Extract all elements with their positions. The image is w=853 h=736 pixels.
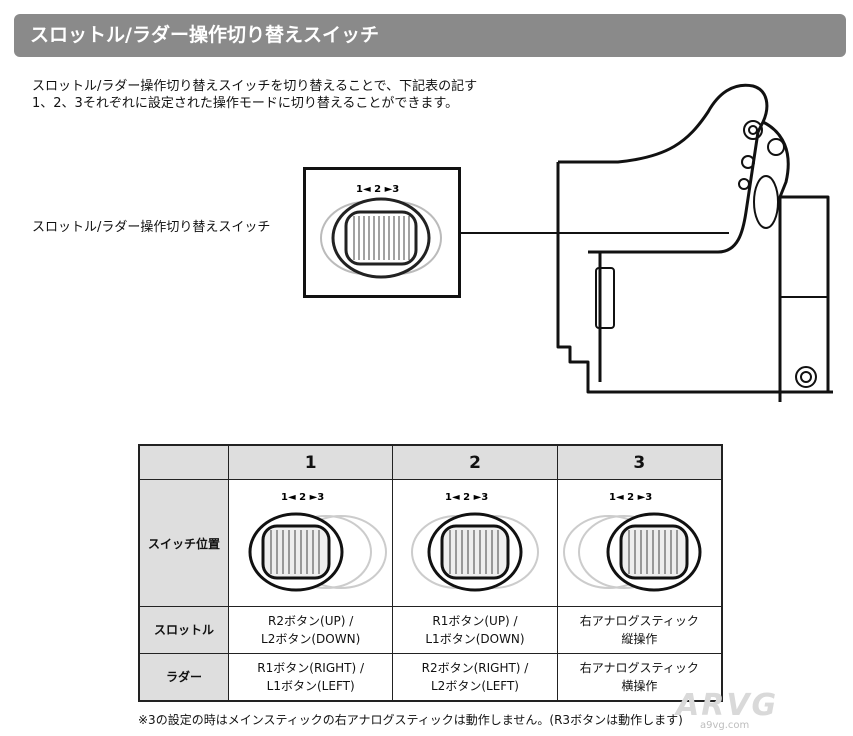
throttle-cell-1-line-1: R2ボタン(UP) / bbox=[268, 614, 354, 628]
column-header-3: 3 bbox=[556, 444, 723, 480]
switch-zoom-illustration: 1◄ 2 ►3 bbox=[320, 184, 442, 279]
throttle-cell-3-line-2: 縦操作 bbox=[621, 632, 658, 646]
switch-scale-label: 1◄ 2 ►3 bbox=[356, 184, 399, 195]
row-label-switch-position: スイッチ位置 bbox=[138, 479, 229, 607]
switch-scale-3: 1◄ 2 ►3 bbox=[609, 492, 652, 503]
switch-position-1-illustration: 1◄ 2 ►3 bbox=[248, 492, 387, 591]
throttle-cell-3-line-1: 右アナログスティック bbox=[579, 614, 699, 628]
throttle-cell-1: R2ボタン(UP) / L2ボタン(DOWN) bbox=[227, 606, 394, 654]
row-label-throttle: スロットル bbox=[138, 606, 229, 654]
rudder-cell-2-line-2: L2ボタン(LEFT) bbox=[431, 679, 519, 693]
callout-label: スロットル/ラダー操作切り替えスイッチ bbox=[32, 220, 271, 235]
switch-zoom-box: 1◄ 2 ►3 bbox=[303, 167, 461, 298]
watermark-logo: ARVG bbox=[676, 688, 779, 723]
throttle-cell-1-line-2: L2ボタン(DOWN) bbox=[261, 632, 361, 646]
leader-line bbox=[461, 232, 729, 234]
throttle-cell-2-line-1: R1ボタン(UP) / bbox=[432, 614, 518, 628]
throttle-cell-2: R1ボタン(UP) / L1ボタン(DOWN) bbox=[392, 606, 558, 654]
watermark-url: a9vg.com bbox=[700, 720, 750, 731]
rudder-cell-1-line-1: R1ボタン(RIGHT) / bbox=[257, 661, 365, 675]
column-header-2: 2 bbox=[392, 444, 558, 480]
column-header-1: 1 bbox=[227, 444, 394, 480]
switch-scale-2: 1◄ 2 ►3 bbox=[445, 492, 488, 503]
row-label-rudder: ラダー bbox=[138, 653, 229, 702]
table-corner bbox=[138, 444, 229, 480]
rudder-cell-3: 右アナログスティック 横操作 bbox=[556, 653, 723, 702]
section-title: スロットル/ラダー操作切り替えスイッチ bbox=[30, 24, 379, 46]
switch-scale-1: 1◄ 2 ►3 bbox=[281, 492, 324, 503]
switch-position-2-illustration: 1◄ 2 ►3 bbox=[410, 492, 539, 591]
throttle-cell-2-line-2: L1ボタン(DOWN) bbox=[425, 632, 525, 646]
operation-mode-table: 1 2 3 スイッチ位置 1◄ 2 ►3 1◄ 2 ►3 bbox=[138, 444, 723, 702]
rudder-cell-1-line-2: L1ボタン(LEFT) bbox=[266, 679, 355, 693]
rudder-cell-3-line-2: 横操作 bbox=[621, 679, 658, 693]
rudder-cell-2: R2ボタン(RIGHT) / L2ボタン(LEFT) bbox=[392, 653, 558, 702]
throttle-cell-3: 右アナログスティック 縦操作 bbox=[556, 606, 723, 654]
footnote: ※3の設定の時はメインスティックの右アナログスティックは動作しません。(R3ボタ… bbox=[138, 713, 683, 727]
switch-position-1: 1◄ 2 ►3 bbox=[227, 479, 394, 607]
rudder-cell-3-line-1: 右アナログスティック bbox=[579, 661, 699, 675]
rudder-cell-2-line-1: R2ボタン(RIGHT) / bbox=[421, 661, 529, 675]
switch-position-3: 1◄ 2 ►3 bbox=[556, 479, 723, 607]
throttle-device-illustration bbox=[556, 83, 833, 402]
intro-text: スロットル/ラダー操作切り替えスイッチを切り替えることで、下記表の記す 1、2、… bbox=[32, 78, 477, 112]
switch-position-3-illustration: 1◄ 2 ►3 bbox=[563, 492, 702, 591]
switch-position-2: 1◄ 2 ►3 bbox=[392, 479, 558, 607]
intro-line-2: 1、2、3それぞれに設定された操作モードに切り替えることができます。 bbox=[32, 96, 459, 111]
rudder-cell-1: R1ボタン(RIGHT) / L1ボタン(LEFT) bbox=[227, 653, 394, 702]
intro-line-1: スロットル/ラダー操作切り替えスイッチを切り替えることで、下記表の記す bbox=[32, 79, 478, 94]
section-header: スロットル/ラダー操作切り替えスイッチ bbox=[14, 14, 846, 57]
